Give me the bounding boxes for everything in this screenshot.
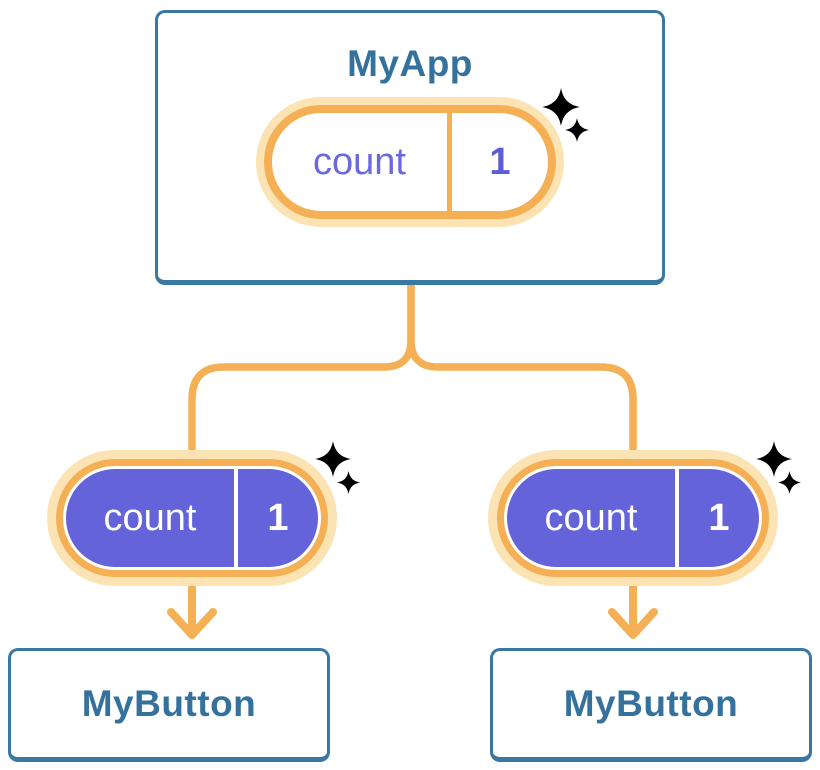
sparkle-icon (756, 441, 801, 494)
state-pill-glow: count 1 (488, 450, 778, 586)
state-pill-capsule: count 1 (66, 469, 318, 567)
state-name-label: count (313, 140, 406, 183)
state-pill-divider (234, 469, 238, 567)
state-name-label: count (103, 496, 197, 539)
state-value: 1 (489, 140, 511, 183)
connector-root-to-right (407, 283, 637, 452)
state-pill-ring: count 1 (497, 459, 769, 577)
state-pill-ring: count 1 (56, 459, 328, 577)
state-name-label: count (544, 496, 638, 539)
component-title: MyButton (563, 683, 739, 724)
connector-root-to-left (188, 283, 415, 452)
state-pill-divider (675, 469, 679, 567)
state-pill-glow: count 1 (47, 450, 337, 586)
state-value: 1 (708, 496, 730, 539)
state-pill-root: count 1 (256, 88, 589, 227)
arrow-right (608, 578, 658, 639)
component-card-mybutton-right: MyButton (490, 648, 812, 762)
sparkle-icon (542, 88, 589, 142)
component-title: MyButton (81, 683, 257, 724)
state-pill-glow: count 1 (256, 97, 564, 227)
component-title: MyApp (347, 43, 473, 84)
component-card-myapp: MyApp count 1 (155, 10, 665, 285)
state-pill-capsule: count 1 (507, 469, 759, 567)
sparkle-icon (315, 441, 360, 494)
state-pill-right-child: count 1 (488, 441, 801, 586)
component-card-mybutton-left: MyButton (8, 648, 330, 762)
state-pill-ring: count 1 (264, 105, 556, 219)
state-value: 1 (267, 496, 289, 539)
state-pill-left-child: count 1 (47, 441, 360, 586)
arrow-left (167, 578, 217, 639)
state-pill-divider (447, 113, 452, 211)
